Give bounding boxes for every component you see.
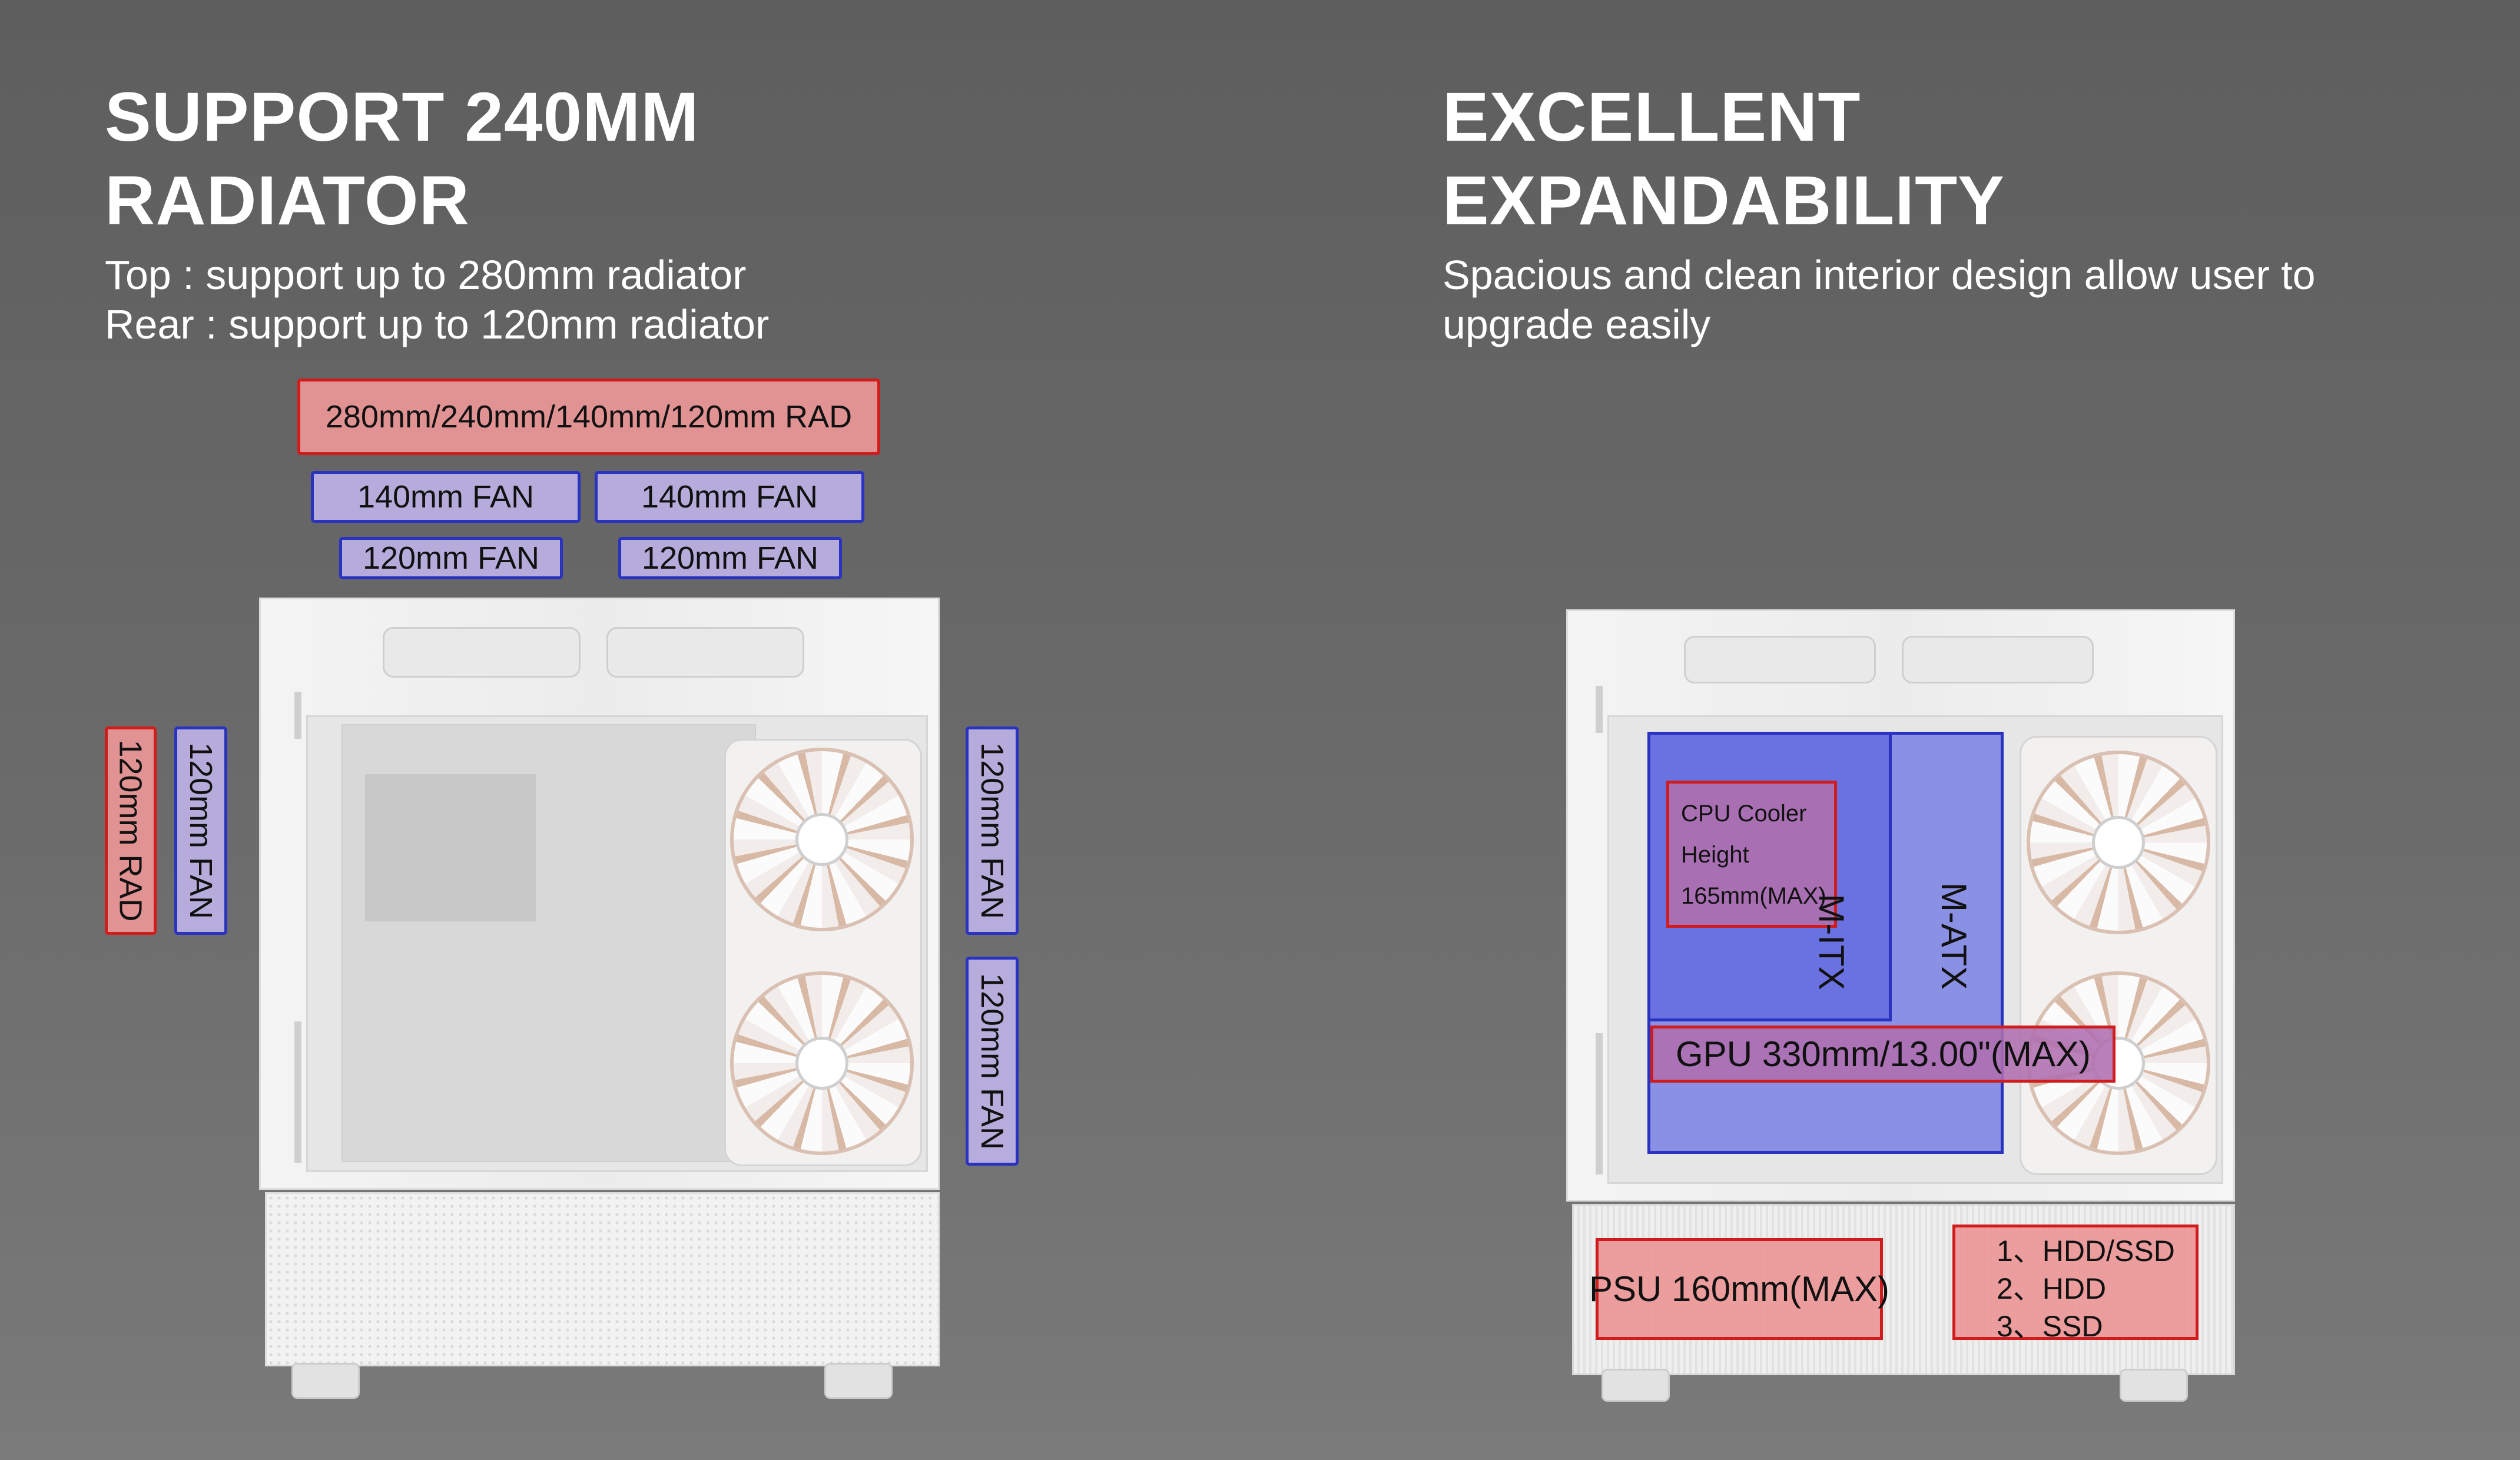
left-desc-line1: Top : support up to 280mm radiator	[105, 252, 747, 298]
cpu-cooler-line3: 165mm(MAX)	[1681, 883, 1826, 909]
pci-slots	[1596, 1033, 1603, 1174]
left-desc-line2: Rear : support up to 120mm radiator	[105, 301, 770, 347]
rear-vent	[294, 692, 301, 739]
left-case-illustration	[259, 598, 942, 1399]
tag-top-fan-140-b: 140mm FAN	[595, 471, 864, 523]
right-title-line1: EXCELLENT	[1443, 78, 1861, 156]
cpu-cooler-line2: Height	[1681, 842, 1749, 868]
m-itx-label: M-ITX	[1812, 894, 1851, 990]
drive-zone: 1、HDD/SSD 2、HDD 3、SSD	[1952, 1225, 2199, 1343]
tag-front-fan-a-text: 120mm FAN	[974, 742, 1010, 920]
front-fan-upper	[2027, 751, 2210, 934]
gpu-zone: GPU 330mm/13.00"(MAX)	[1650, 1026, 2116, 1083]
rear-vent	[1596, 686, 1603, 733]
tag-front-fan-b-text: 120mm FAN	[974, 973, 1010, 1150]
left-title-line1: SUPPORT 240MM	[105, 78, 699, 156]
tag-rear-fan-text: 120mm FAN	[183, 742, 218, 920]
tag-top-fan-120-b: 120mm FAN	[618, 537, 842, 579]
top-fan-left	[383, 627, 581, 678]
psu-label: PSU 160mm(MAX)	[1589, 1269, 1890, 1309]
psu-zone: PSU 160mm(MAX)	[1589, 1238, 1889, 1340]
gpu-label: GPU 330mm/13.00"(MAX)	[1676, 1034, 2091, 1074]
psu-shroud	[265, 1192, 940, 1366]
drive-line3: 3、SSD	[1997, 1310, 2103, 1343]
drive-line1: 1、HDD/SSD	[1997, 1235, 2175, 1267]
case-foot-left	[1601, 1369, 1670, 1402]
cpu-cooler-zone: CPU Cooler Height 165mm(MAX)	[1666, 781, 1837, 928]
case-foot-right	[824, 1363, 893, 1399]
tag-front-fan-b: 120mm FAN	[966, 957, 1019, 1166]
case-foot-right	[2120, 1369, 2188, 1402]
right-title-line2: EXPANDABILITY	[1443, 162, 2005, 240]
tag-top-radiator: 280mm/240mm/140mm/120mm RAD	[297, 379, 880, 455]
right-desc-line2: upgrade easily	[1443, 301, 1711, 347]
tag-rear-fan: 120mm FAN	[174, 726, 227, 935]
tag-rear-radiator-text: 120mm RAD	[113, 739, 149, 922]
tag-top-fan-120-a: 120mm FAN	[339, 537, 563, 579]
left-title-line2: RADIATOR	[105, 162, 470, 240]
case-foot-left	[291, 1363, 360, 1399]
tag-front-fan-a: 120mm FAN	[966, 726, 1019, 935]
drive-line2: 2、HDD	[1997, 1272, 2107, 1305]
motherboard-chip	[365, 774, 536, 921]
cpu-cooler-line1: CPU Cooler	[1681, 801, 1807, 827]
top-fan-left	[1684, 636, 1876, 683]
tag-rear-radiator: 120mm RAD	[105, 726, 157, 935]
front-fan-upper	[730, 748, 914, 931]
right-desc-line1: Spacious and clean interior design allow…	[1443, 252, 2316, 298]
tag-top-fan-140-a: 140mm FAN	[311, 471, 581, 523]
top-fan-right	[1902, 636, 2094, 683]
m-atx-label: M-ATX	[1934, 882, 1974, 990]
front-fan-lower	[730, 971, 914, 1155]
top-fan-right	[606, 627, 804, 678]
pci-slots	[294, 1021, 301, 1163]
